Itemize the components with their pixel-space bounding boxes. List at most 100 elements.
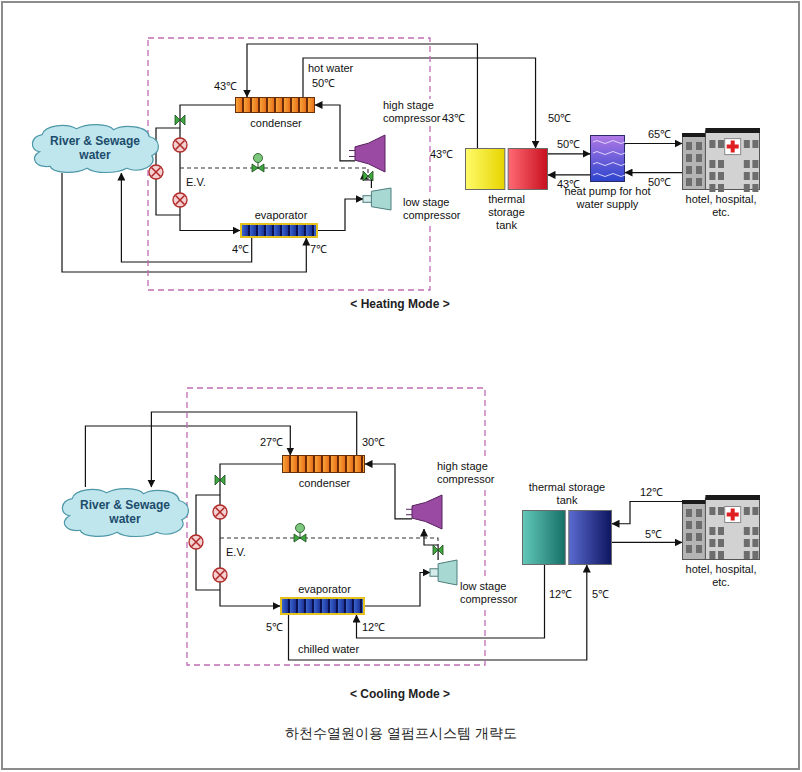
building-roof (682, 133, 705, 137)
window (752, 140, 758, 148)
window (752, 539, 758, 547)
window (696, 178, 702, 186)
compressor-stub (430, 569, 439, 577)
pipe-connector (151, 412, 356, 487)
figure-caption: 하천수열원이용 열펌프시스템 개략도 (285, 724, 517, 742)
text-block: low stage compressor (460, 580, 538, 606)
unit-boundary (187, 388, 485, 665)
node-label: evaporator (282, 583, 367, 596)
window (709, 172, 715, 180)
window (709, 507, 715, 515)
temperature-label: 5℃ (266, 621, 283, 634)
valve-body (173, 138, 187, 152)
window (752, 160, 758, 168)
shape-outline (682, 495, 760, 560)
valve-cross (192, 538, 201, 547)
red-cross (727, 141, 739, 153)
cloud-outline (32, 125, 158, 173)
shape-outline (430, 560, 457, 585)
water-source-cloud: River & Sewage water (59, 487, 191, 537)
compressor-stub (363, 196, 372, 203)
pipe-connector (548, 153, 590, 155)
temperature-label: 43℃ (557, 178, 580, 191)
valve-cross (216, 508, 225, 517)
window (744, 184, 750, 192)
compressor-body (371, 188, 391, 210)
text-block: low stage compressor (403, 196, 481, 222)
text-block: condenser (283, 477, 366, 490)
pipe-connector (625, 172, 682, 173)
text-block: evaporator (282, 583, 367, 596)
window (709, 539, 715, 547)
window (744, 551, 750, 559)
tank-body (569, 511, 612, 565)
temperature-label: 12℃ (362, 621, 385, 634)
window (718, 140, 724, 148)
pipe-connector (612, 542, 682, 544)
pipe-connector (220, 464, 282, 606)
node-label: thermal storage tank (522, 481, 612, 507)
temperature-label: 12℃ (549, 588, 572, 601)
valve-body (149, 165, 163, 179)
temperature-label: hot water (308, 62, 353, 75)
stop-valve (433, 545, 443, 555)
window (696, 533, 702, 541)
node-label: River & Sewage water (73, 498, 177, 526)
text-block: hotel, hospital, etc. (679, 193, 763, 219)
valve-body (189, 535, 203, 549)
unit-boundary (148, 38, 430, 290)
mode-title: < Cooling Mode > (350, 688, 450, 701)
window (718, 184, 724, 192)
tank-body (508, 149, 547, 190)
heat-pump-body (591, 136, 625, 182)
node-label: thermal storage tank (481, 193, 533, 232)
motor-valve (252, 154, 264, 173)
evaporator-coil: evaporator (280, 597, 365, 615)
cross-ground (725, 139, 741, 155)
window (718, 160, 724, 168)
temperature-label: E.V. (226, 546, 246, 559)
window (718, 551, 724, 559)
shape-outline (522, 510, 612, 565)
expansion-valve (173, 193, 187, 207)
window (686, 509, 692, 517)
node-label: hotel, hospital, etc. (679, 193, 763, 219)
window (744, 539, 750, 547)
cross-ground (725, 507, 741, 523)
window (696, 545, 702, 553)
building-wing (683, 136, 706, 190)
text-block: thermal storage tank (481, 193, 533, 232)
pipe-connector (365, 464, 412, 519)
text-block: high stage compressor (437, 460, 515, 486)
pipe-connector (318, 199, 363, 231)
expansion-valve (149, 165, 163, 179)
window (752, 551, 758, 559)
building-body (705, 498, 759, 560)
stop-valve (215, 475, 225, 485)
expansion-valve (189, 535, 203, 549)
compressor-symbol: low stage compressor (363, 188, 391, 210)
pipe-connector (625, 143, 682, 145)
pipe-connector (303, 58, 536, 148)
temperature-label: 5℃ (592, 588, 609, 601)
window (686, 142, 692, 150)
window (744, 527, 750, 535)
window (686, 154, 692, 162)
temperature-label: 50℃ (548, 112, 571, 125)
valve-actuator (254, 154, 263, 163)
valve-body (215, 475, 225, 485)
valve-stem (300, 532, 301, 538)
window (696, 509, 702, 517)
temperature-label: E.V. (186, 176, 206, 189)
temperature-label: 50℃ (557, 138, 580, 151)
window (744, 140, 750, 148)
shape-outline (363, 188, 391, 210)
text-block: evaporator (242, 209, 320, 222)
pipe-connector (121, 173, 251, 262)
window (686, 178, 692, 186)
building-wing (683, 503, 706, 560)
window (752, 527, 758, 535)
text-block: River & Sewage water (73, 498, 177, 526)
temperature-label: 30℃ (362, 436, 385, 449)
temperature-label: 65℃ (648, 128, 671, 141)
